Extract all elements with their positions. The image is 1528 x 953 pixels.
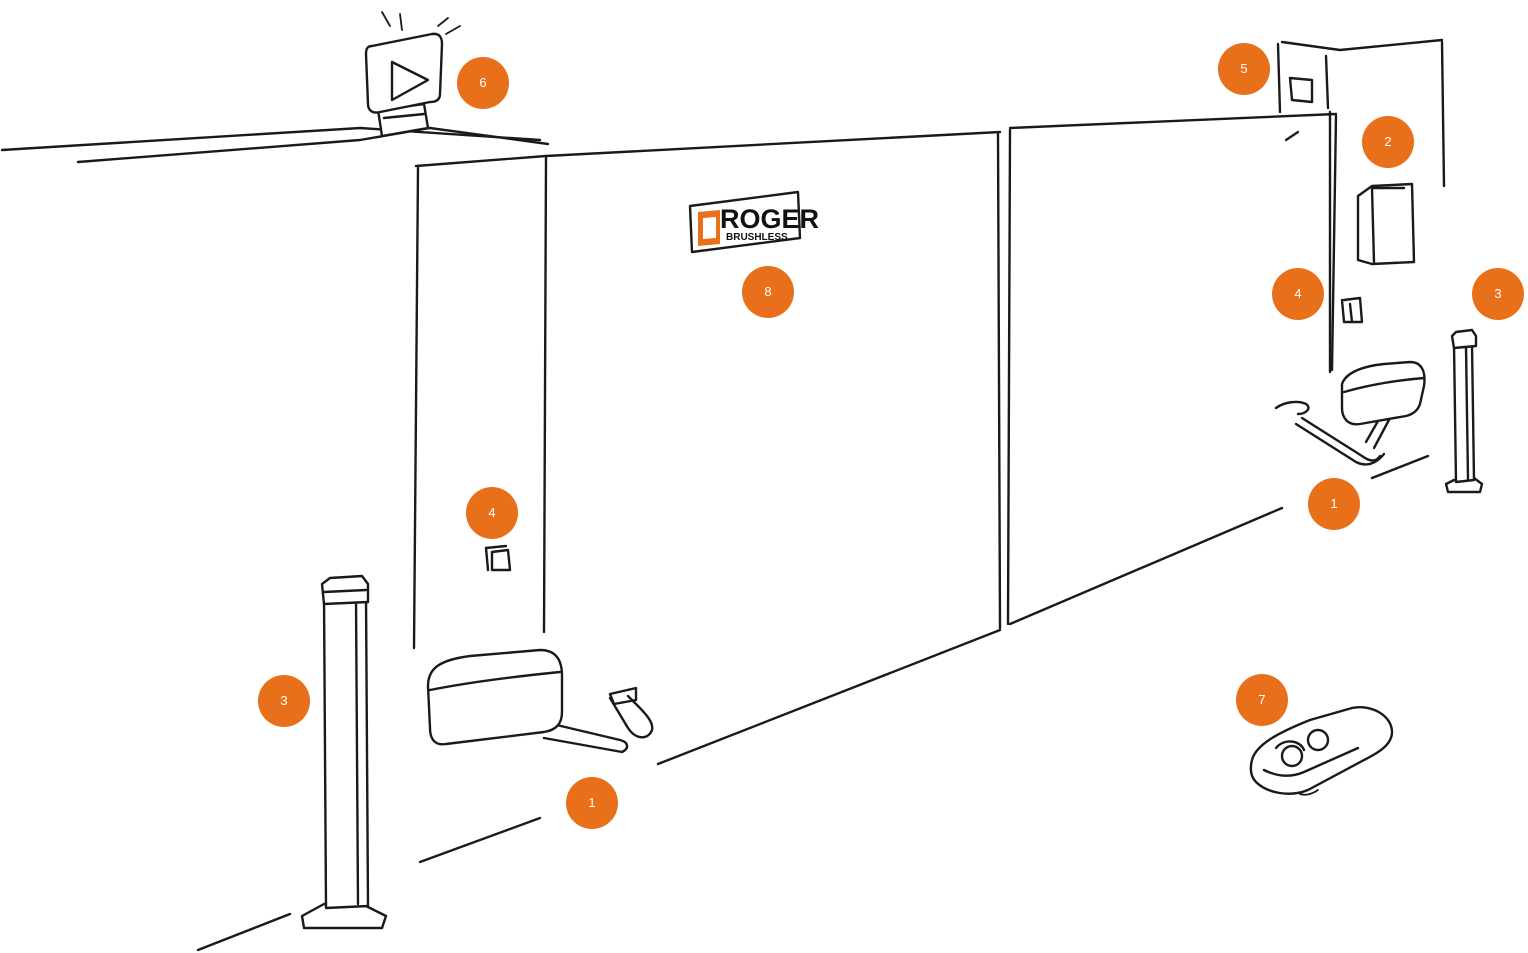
photocell-right bbox=[1342, 298, 1362, 322]
marker-8: 8 bbox=[742, 266, 794, 318]
logo-text-brushless: BRUSHLESS bbox=[726, 232, 788, 243]
marker-6: 6 bbox=[457, 57, 509, 109]
safety-column-left bbox=[302, 576, 386, 928]
wall-sensor-square bbox=[1290, 78, 1312, 102]
wall-top-left bbox=[2, 128, 548, 162]
control-unit-box bbox=[1358, 184, 1414, 264]
photocell-left bbox=[486, 546, 510, 570]
gate-operator-right bbox=[1276, 362, 1424, 464]
flashing-lamp-icon bbox=[366, 12, 460, 136]
gate-leaf-right bbox=[1008, 114, 1336, 624]
marker-7: 7 bbox=[1236, 674, 1288, 726]
marker-3-left: 3 bbox=[258, 675, 310, 727]
marker-4-left: 4 bbox=[466, 487, 518, 539]
marker-1-right: 1 bbox=[1308, 478, 1360, 530]
logo-text-roger: ROGER bbox=[720, 204, 819, 234]
marker-4-right: 4 bbox=[1272, 268, 1324, 320]
safety-column-right bbox=[1446, 330, 1482, 492]
gate-operator-left bbox=[428, 650, 652, 752]
marker-5: 5 bbox=[1218, 43, 1270, 95]
marker-2: 2 bbox=[1362, 116, 1414, 168]
marker-3-right: 3 bbox=[1472, 268, 1524, 320]
roger-brushless-logo: ROGER BRUSHLESS bbox=[690, 192, 819, 252]
marker-1-left: 1 bbox=[566, 777, 618, 829]
